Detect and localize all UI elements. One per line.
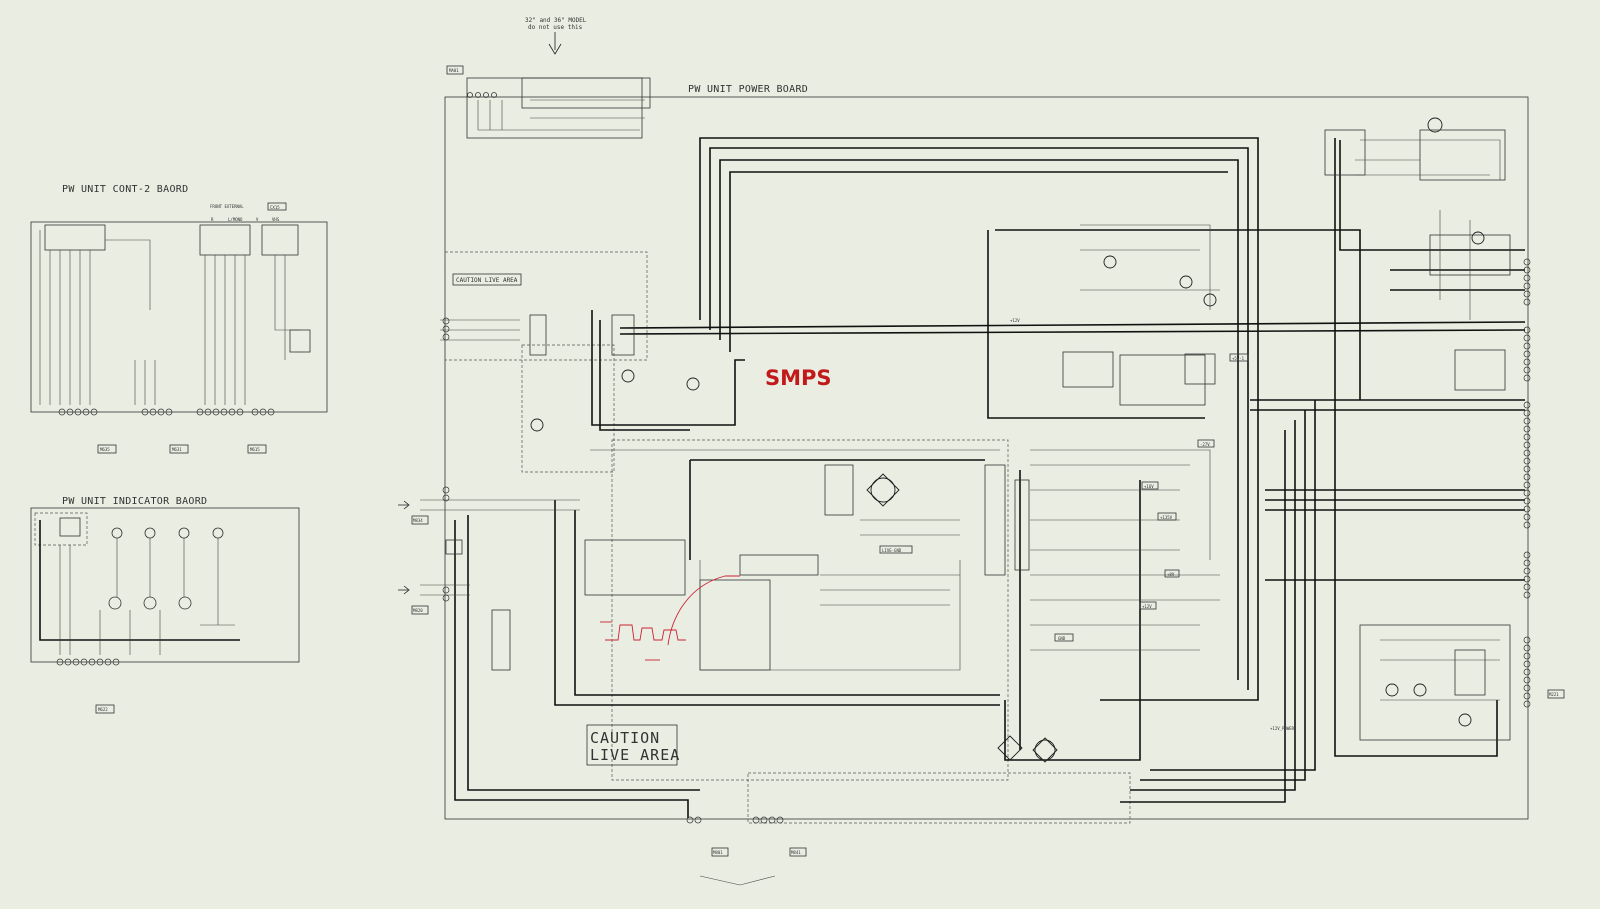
rail-12v-power: +12V_POWER [1270,726,1295,731]
rail-labels: +12V +12V_POWER +5V-1 -27V +16V +135V +8… [879,318,1295,731]
rail-minus27v: -27V [1200,442,1210,447]
cont2-connector-b: M631 [172,447,182,452]
keys-box [521,77,651,109]
top-note-line2: do not use this [528,24,583,31]
rail-16v: +16V [1144,484,1154,489]
rail-135v: +135V [1160,515,1173,520]
rail-8v: +8V [1167,572,1175,577]
bottom-connectors: M801 M841 [686,816,807,886]
live-area-dashed-d [747,772,1131,824]
cont2-board-frame [30,221,328,413]
rail-12v-b: +12V [1142,604,1152,609]
cont2-board: PW UNIT CONT-2 BAORD FRONT EXTERNAL CX15… [30,184,328,454]
power-board-title: PW UNIT POWER BOARD [688,84,808,95]
ma01-tag [446,65,464,75]
thin-traces [420,139,1501,701]
mid-connector-a-label: M834 [413,518,423,523]
gnd-label: GND [1058,636,1066,641]
mid-left-connectors: M834 M820 [398,317,450,615]
indicator-board-title: PW UNIT INDICATOR BAORD [62,496,207,507]
right-connectors: M221 [1523,258,1565,708]
live-area-dashed-b [521,344,615,473]
caution-small-label: CAUTION LIVE AREA [456,277,518,284]
cont2-connector-c: M615 [250,447,260,452]
live-gnd-label: LIVE-GND [882,548,902,553]
caution-big-box [586,724,678,766]
caution-big-line1: CAUTION [590,729,660,747]
caution-small-box [452,273,522,286]
indicator-connector: M622 [98,707,108,712]
top-note: 32" and 36" MODEL do not use this [525,17,587,55]
power-board-frame [444,96,1529,820]
jack-vhs: VHS [272,217,280,222]
bottom-connector-b-label: M841 [791,850,801,855]
bus-wires [454,137,1526,818]
front-external-tag: CX15 [270,205,280,210]
cont2-board-title: PW UNIT CONT-2 BAORD [62,184,188,195]
arrow-down-icon-head [548,43,562,55]
ma01-label: MA01 [449,68,459,73]
jack-r: R [211,217,214,222]
jack-v: V [256,217,259,222]
ma01-area: MA01 [446,65,651,139]
rail-5v1: +5V-1 [1232,356,1245,361]
waveform-annotation [600,575,740,661]
front-external-label: FRONT EXTERNAL [210,204,244,209]
bottom-connector-a-label: M801 [713,850,723,855]
live-area-dashed-c [611,439,1009,781]
jack-l-mono: L/MONO [228,217,243,222]
components [445,117,1511,763]
rail-12v: +12V [1010,318,1020,323]
cont2-connector-a: M635 [100,447,110,452]
indicator-board: PW UNIT INDICATOR BAORD M622 [30,496,300,714]
caution-big-line2: LIVE AREA [590,746,680,764]
mid-connector-b-label: M820 [413,608,423,613]
live-area-dashed-a [444,251,648,361]
indicator-board-frame [30,507,300,663]
top-note-line1: 32" and 36" MODEL [525,17,587,24]
right-connector-tag [1547,689,1565,699]
right-connector-label: M221 [1549,692,1559,697]
smps-title: SMPS [765,366,832,390]
